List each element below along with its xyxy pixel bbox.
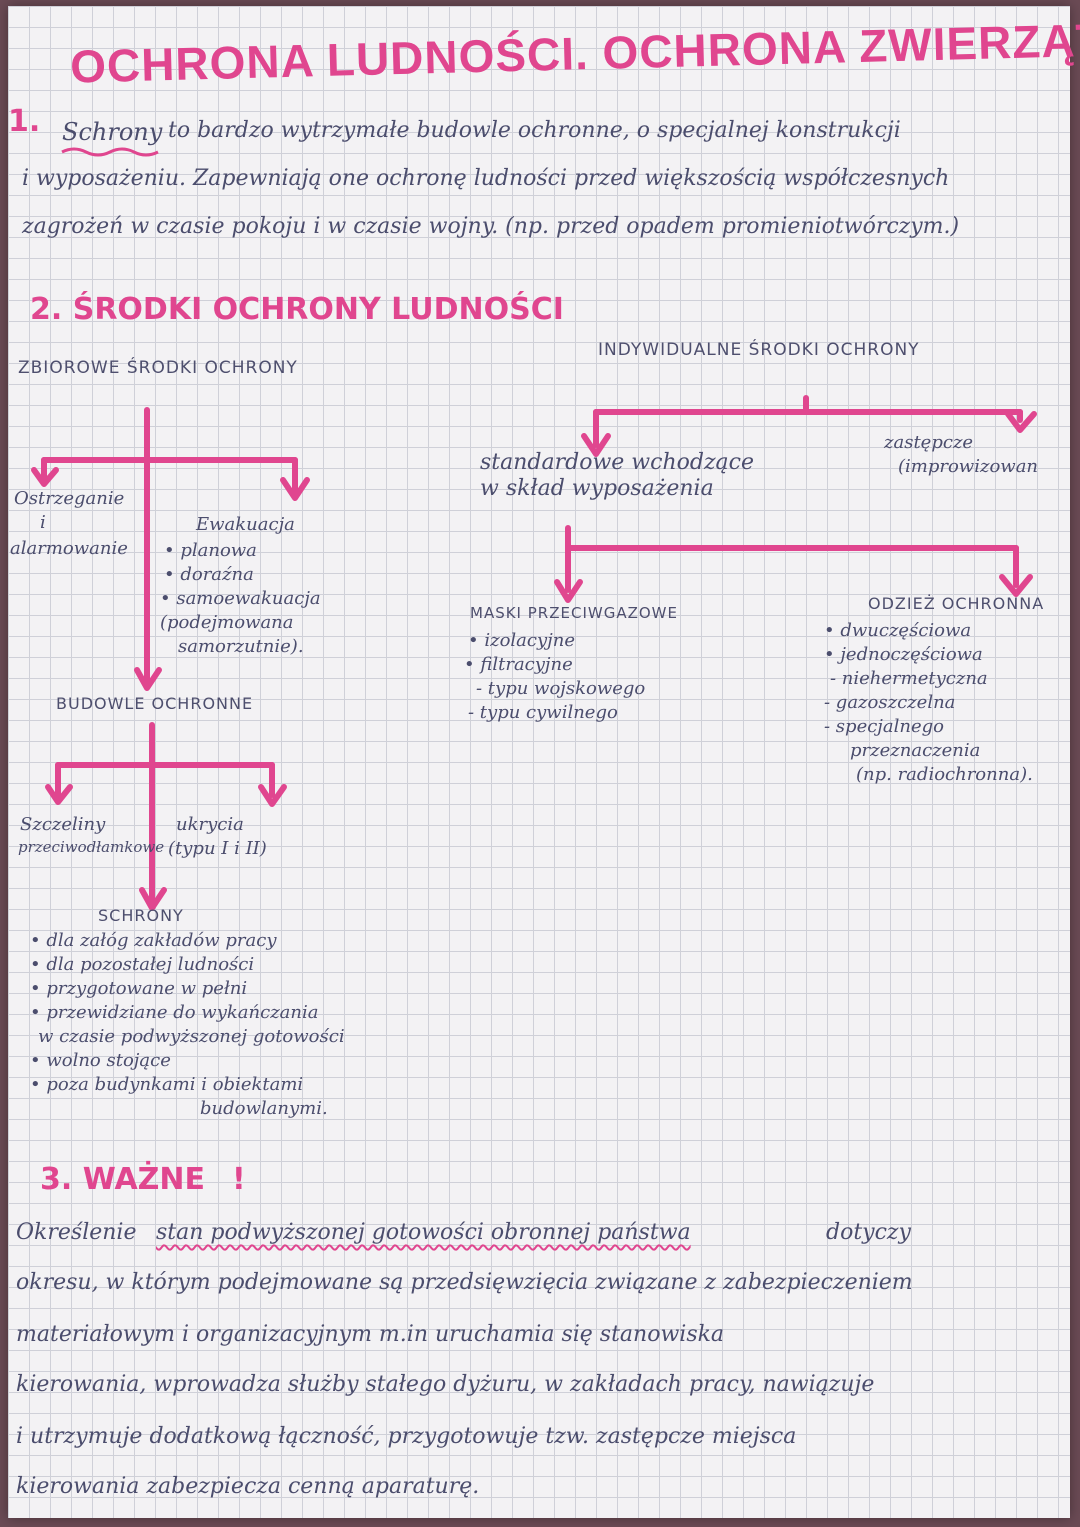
section-3-line-4: kierowania, wprowadza służby stałego dyż…: [16, 1372, 875, 1397]
list-item: przeznaczenia: [850, 740, 981, 761]
list-item: (podejmowana: [160, 612, 294, 633]
clothing-label: ODZIEŻ OCHRONNA: [868, 594, 1045, 613]
section-3-line-6: kierowania zabezpiecza cenną aparaturę.: [16, 1474, 480, 1499]
list-item: • poza budynkami i obiektami: [30, 1074, 304, 1095]
shelters-label: SCHRONY: [98, 906, 184, 925]
list-item: w czasie podwyższonej gotowości: [38, 1026, 345, 1047]
section-3-heading: 3. WAŻNE: [40, 1162, 206, 1197]
section-3-line-3: materiałowym i organizacyjnym m.in uruch…: [16, 1322, 725, 1347]
list-item: • jednoczęściowa: [824, 644, 983, 665]
section-3-line-1a: Określenie: [16, 1220, 137, 1245]
list-item: - specjalnego: [824, 716, 944, 737]
list-item: (np. radiochronna).: [856, 764, 1033, 785]
section-1-line-1: to bardzo wytrzymałe budowle ochronne, o…: [168, 118, 901, 143]
list-item: - typu cywilnego: [468, 702, 618, 723]
list-item: samorzutnie).: [178, 636, 304, 657]
section-1-term: Schrony: [62, 118, 163, 146]
list-item: - niehermetyczna: [830, 668, 988, 689]
warning-label-2: i: [40, 512, 46, 533]
list-item: • wolno stojące: [30, 1050, 171, 1071]
section-3-mark: !: [232, 1162, 246, 1197]
substitute-label-2: (improwizowan: [898, 456, 1039, 477]
list-item: • planowa: [164, 540, 257, 561]
collective-heading: ZBIOROWE ŚRODKI OCHRONY: [18, 358, 298, 378]
list-item: • dwuczęściowa: [824, 620, 972, 641]
evacuation-label: Ewakuacja: [196, 514, 295, 535]
list-item: • samoewakuacja: [160, 588, 321, 609]
list-item: - gazoszczelna: [824, 692, 956, 713]
cover-label-1: ukrycia: [176, 814, 244, 835]
list-item: • filtracyjne: [464, 654, 573, 675]
section-2-heading: 2. ŚRODKI OCHRONY LUDNOŚCI: [30, 292, 564, 327]
section-1-number: 1.: [8, 104, 41, 139]
list-item: • izolacyjne: [468, 630, 575, 651]
warning-label-3: alarmowanie: [10, 538, 128, 559]
standard-label-2: w skład wyposażenia: [480, 476, 714, 501]
list-item: • dla pozostałej ludności: [30, 954, 255, 975]
slits-label-2: przeciwodłamkowe: [18, 838, 165, 856]
section-3-line-2: okresu, w którym podejmowane są przedsię…: [16, 1270, 913, 1295]
list-item: • doraźna: [164, 564, 254, 585]
cover-label-2: (typu I i II): [168, 838, 267, 859]
section-3-line-1c: dotyczy: [826, 1220, 911, 1245]
notebook-page: [8, 6, 1070, 1518]
section-3-line-5: i utrzymuje dodatkową łączność, przygoto…: [16, 1424, 797, 1449]
list-item: • przewidziane do wykańczania: [30, 1002, 319, 1023]
masks-label: MASKI PRZECIWGAZOWE: [470, 604, 678, 622]
warning-label-1: Ostrzeganie: [14, 488, 125, 509]
list-item: - typu wojskowego: [476, 678, 646, 699]
substitute-label-1: zastępcze: [884, 432, 974, 453]
standard-label-1: standardowe wchodzące: [480, 450, 755, 475]
buildings-label: BUDOWLE OCHRONNE: [56, 694, 254, 713]
individual-heading: INDYWIDUALNE ŚRODKI OCHRONY: [598, 340, 920, 360]
list-item: budowlanymi.: [200, 1098, 328, 1119]
list-item: • przygotowane w pełni: [30, 978, 248, 999]
slits-label-1: Szczeliny: [20, 814, 106, 835]
section-1-line-2: i wyposażeniu. Zapewniają one ochronę lu…: [22, 166, 950, 191]
section-3-term: stan podwyższonej gotowości obronnej pań…: [156, 1220, 691, 1245]
section-1-line-3: zagrożeń w czasie pokoju i w czasie wojn…: [22, 214, 960, 239]
list-item: • dla załóg zakładów pracy: [30, 930, 277, 951]
